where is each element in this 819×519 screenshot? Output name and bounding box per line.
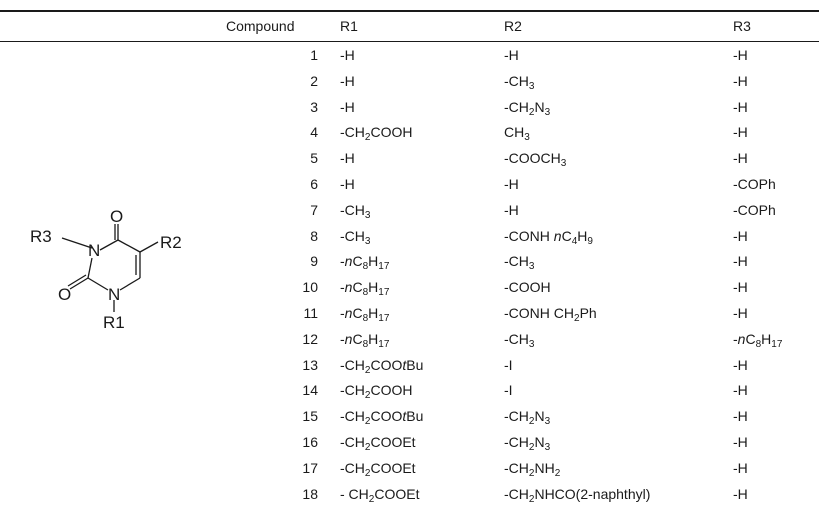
cell-r2: -CH2NHCO(2-naphthyl) [504, 485, 651, 505]
cell-r3: -H [733, 98, 748, 115]
cell-r1: -CH3 [340, 201, 371, 221]
cell-compound: 10 [302, 279, 318, 296]
cell-compound: 17 [302, 459, 318, 476]
cell-r1: -CH2COOH [340, 124, 413, 144]
cell-r3: -H [733, 408, 748, 425]
cell-r1: -H [340, 98, 355, 115]
cell-r2: -H [504, 201, 519, 218]
cell-r2: -I [504, 356, 513, 373]
cell-r3: -H [733, 305, 748, 321]
cell-r3: -H [733, 485, 748, 502]
cell-r3: -H [733, 434, 748, 450]
cell-r1: -CH2COOtBu [340, 408, 424, 428]
cell-r2: -COOCH3 [504, 150, 567, 170]
cell-r2: -CH3 [504, 72, 535, 92]
uracil-structure: O N O N R3 R2 R1 [30, 207, 182, 332]
cell-r2: -H [504, 47, 519, 63]
cell-r2: -CH3 [504, 330, 535, 350]
cell-r1: -CH3 [340, 227, 371, 247]
cell-r1: -nC8H17 [340, 330, 390, 350]
label-r1: R1 [103, 313, 125, 332]
cell-compound: 18 [302, 485, 318, 502]
cell-r2: -CH3 [504, 253, 535, 273]
cell-r1: -CH2COOEt [340, 459, 416, 479]
cell-r2: -H [504, 176, 519, 192]
table-top-rule [0, 10, 819, 12]
cell-r3: -H [733, 382, 748, 399]
cell-r2: -CH2N3 [504, 408, 551, 428]
cell-compound: 3 [310, 98, 318, 115]
header-compound: Compound [226, 18, 295, 34]
cell-r3: -H [733, 150, 748, 167]
cell-r1: -CH2COOH [340, 382, 413, 402]
cell-r1: -nC8H17 [340, 253, 390, 273]
cell-compound: 15 [302, 408, 318, 425]
cell-compound: 9 [310, 253, 318, 270]
cell-compound: 8 [310, 227, 318, 244]
cell-r2: -CH2N3 [504, 434, 551, 453]
cell-compound: 16 [302, 434, 318, 450]
cell-r2: -CONH CH2Ph [504, 305, 597, 324]
label-n3: N [88, 241, 100, 260]
cell-r1: -H [340, 72, 355, 89]
cell-r3: -H [733, 459, 748, 476]
cell-r1: -CH2COOEt [340, 434, 416, 453]
ring-bonds [61, 224, 159, 312]
cell-compound: 5 [310, 150, 318, 167]
cell-r1: - CH2COOEt [340, 485, 420, 505]
label-o2: O [58, 285, 71, 304]
cell-r2: -I [504, 382, 513, 399]
header-r3: R3 [733, 18, 751, 34]
cell-compound: 7 [310, 201, 318, 218]
cell-r3: -H [733, 253, 748, 270]
cell-compound: 1 [310, 47, 318, 63]
label-n1: N [108, 285, 120, 304]
label-r3: R3 [30, 227, 52, 246]
cell-r2: CH3 [504, 124, 530, 144]
cell-r2: -CONH nC4H9 [504, 227, 593, 247]
cell-r1: -H [340, 176, 355, 192]
cell-compound: 6 [310, 176, 318, 192]
cell-r1: -nC8H17 [340, 305, 390, 324]
label-o4: O [110, 207, 123, 226]
cell-r3: -H [733, 124, 748, 141]
cell-compound: 11 [303, 305, 318, 321]
cell-r3: -H [733, 227, 748, 244]
cell-r1: -H [340, 150, 355, 167]
cell-r3: -H [733, 279, 748, 296]
cell-compound: 4 [310, 124, 318, 141]
header-r2: R2 [504, 18, 522, 34]
cell-compound: 14 [302, 382, 318, 399]
cell-compound: 12 [302, 330, 318, 347]
header-r1: R1 [340, 18, 358, 34]
cell-r1: -nC8H17 [340, 279, 390, 299]
cell-r3: -COPh [733, 201, 776, 218]
cell-r1: -CH2COOtBu [340, 356, 424, 376]
label-r2: R2 [160, 233, 182, 252]
table-header-rule [0, 41, 819, 42]
cell-r2: -CH2N3 [504, 98, 551, 118]
cell-r3: -COPh [733, 176, 776, 192]
cell-r3: -H [733, 72, 748, 89]
cell-r3: -H [733, 356, 748, 373]
cell-r3: -H [733, 47, 748, 63]
cell-compound: 13 [302, 356, 318, 373]
cell-compound: 2 [310, 72, 318, 89]
cell-r2: -CH2NH2 [504, 459, 561, 479]
cell-r3: -nC8H17 [733, 330, 783, 350]
cell-r1: -H [340, 47, 355, 63]
cell-r2: -COOH [504, 279, 551, 296]
